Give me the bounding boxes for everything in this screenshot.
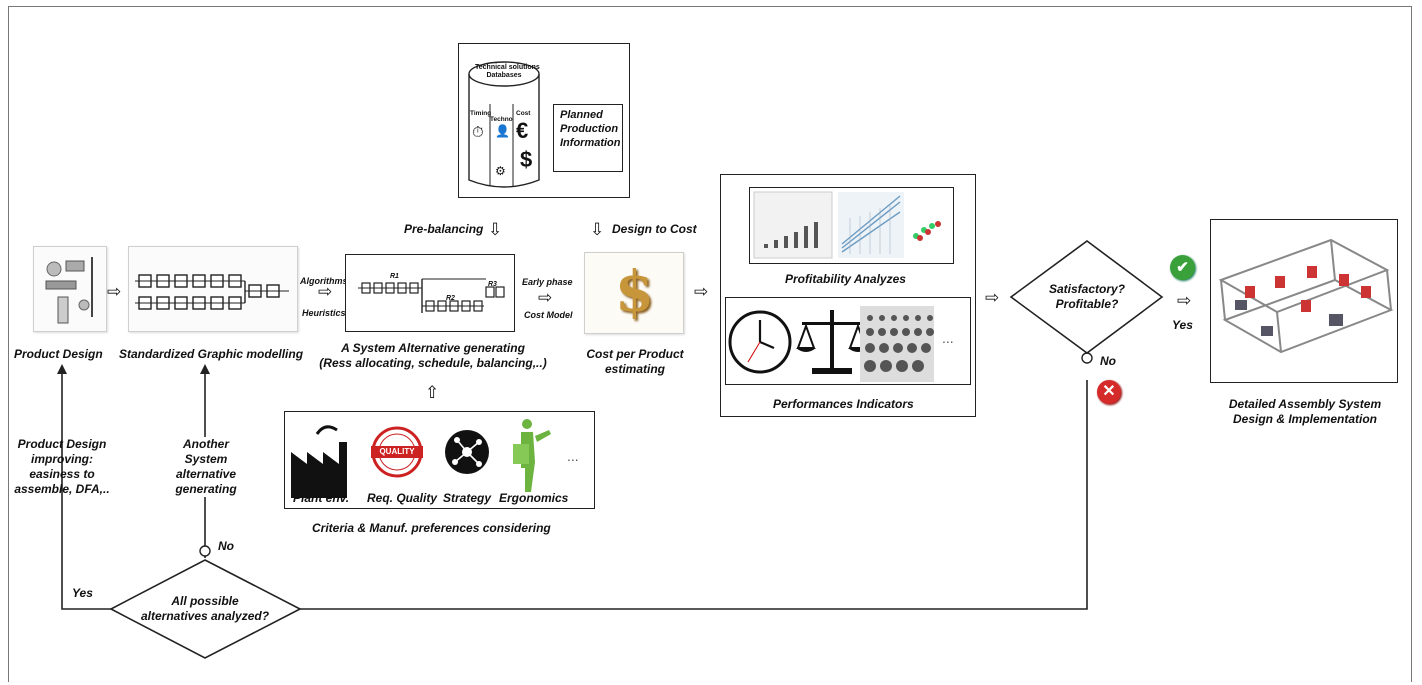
arrow-right-icon: ⇨ — [318, 282, 333, 301]
clock-icon — [728, 310, 792, 374]
resource-r1: R1 — [390, 273, 399, 280]
yes-loop-line — [61, 372, 112, 610]
cross-icon: ✕ — [1097, 380, 1121, 404]
heuristics-label: Heuristics,.. — [302, 308, 354, 318]
pre-balancing-label: Pre-balancing — [404, 222, 484, 236]
product-design-label: Product Design — [14, 347, 103, 361]
stopwatch-icon: ⏱ — [472, 124, 484, 141]
euro-icon: € — [516, 118, 529, 143]
col-techno: Techno — [490, 116, 513, 123]
arrow-right-icon: ⇨ — [107, 282, 122, 301]
check-icon: ✔ — [1170, 255, 1195, 280]
all-alt-no-label: No — [218, 539, 234, 553]
performance-icons — [728, 306, 934, 382]
arrowhead-graphic-modelling — [200, 364, 210, 374]
profitability-charts — [753, 191, 941, 259]
scales-icon — [796, 310, 868, 374]
satisfactory-yes-label: Yes — [1172, 318, 1193, 332]
satisfactory-label: Satisfactory?Profitable? — [1048, 282, 1126, 311]
worker-icon — [513, 419, 551, 492]
no-junction-satisfactory — [1081, 352, 1093, 364]
performance-label: Performances Indicators — [773, 397, 914, 411]
arrow-down-icon: ⇩ — [488, 220, 503, 239]
arrow-right-icon: ⇨ — [694, 282, 709, 301]
alt-generating-label: A System Alternative generating(Ress all… — [319, 341, 547, 370]
arrow-right-icon: ⇨ — [538, 288, 553, 307]
plant-label: Plant env. — [293, 491, 350, 505]
cost-model-label: Cost Model — [524, 310, 573, 320]
assembly-line-illustration — [1218, 238, 1394, 354]
database-cylinder — [468, 61, 540, 188]
col-timing: Timing — [470, 110, 492, 117]
system-alternative-illustration — [358, 278, 505, 313]
criteria-icons — [291, 419, 551, 498]
graphic-model-illustration — [135, 274, 289, 310]
arrowhead-product-design — [57, 364, 67, 374]
person-icon: 👤 — [495, 124, 510, 138]
arrow-right-icon: ⇨ — [1177, 291, 1192, 310]
decision-all-alternatives — [109, 559, 302, 659]
resource-r3: R3 — [488, 281, 497, 288]
system-alternative-box: R1 R2 R3 — [345, 254, 515, 332]
criteria-caption: Criteria & Manuf. preferences considerin… — [312, 521, 551, 535]
all-alt-yes-label: Yes — [72, 586, 93, 600]
criteria-more: ... — [567, 448, 579, 464]
dollar-icon: $ — [520, 147, 533, 172]
product-design-image — [33, 246, 107, 332]
quality-label: Req. Quality — [367, 491, 438, 505]
col-cost: Cost — [516, 110, 531, 117]
criteria-panel: QUALITY ... Plant env. Req. Quality Stra… — [284, 411, 595, 509]
early-phase-label: Early phase — [522, 277, 573, 287]
factory-icon — [291, 425, 347, 498]
no-junction — [199, 545, 211, 557]
quality-stamp-icon — [371, 426, 423, 478]
cost-estimating-image: $ — [584, 252, 684, 334]
algorithms-label: Algorithms, — [300, 276, 351, 286]
graphic-model-image — [128, 246, 298, 332]
performance-more: ... — [942, 330, 954, 346]
strategy-label: Strategy — [443, 491, 492, 505]
arrow-down-icon: ⇩ — [590, 220, 605, 239]
ergonomics-label: Ergonomics — [499, 491, 569, 505]
rejection-loop-line — [300, 380, 1088, 610]
performance-box: ... — [725, 297, 971, 385]
robot-icon: ⚙ — [495, 164, 506, 178]
diagram-frame — [8, 6, 1412, 682]
design-to-cost-label: Design to Cost — [612, 222, 697, 236]
arrow-right-icon: ⇨ — [985, 288, 1000, 307]
graphic-modelling-label: Standardized Graphic modelling — [119, 347, 304, 361]
analysis-panel: Profitability Analyzes — [720, 174, 976, 417]
dollar-icon: $ — [615, 259, 654, 325]
detailed-assembly-image — [1210, 219, 1398, 383]
profitability-label: Profitability Analyzes — [785, 272, 906, 286]
arrow-up-icon: ⇧ — [425, 383, 440, 402]
strategy-icon — [445, 430, 489, 474]
satisfactory-no-label: No — [1100, 354, 1116, 368]
resource-r2: R2 — [446, 295, 455, 302]
profitability-box — [749, 187, 954, 264]
decision-satisfactory — [1009, 240, 1164, 354]
product-parts-illustration — [45, 257, 93, 324]
quality-stamp-text: QUALITY — [379, 447, 415, 456]
